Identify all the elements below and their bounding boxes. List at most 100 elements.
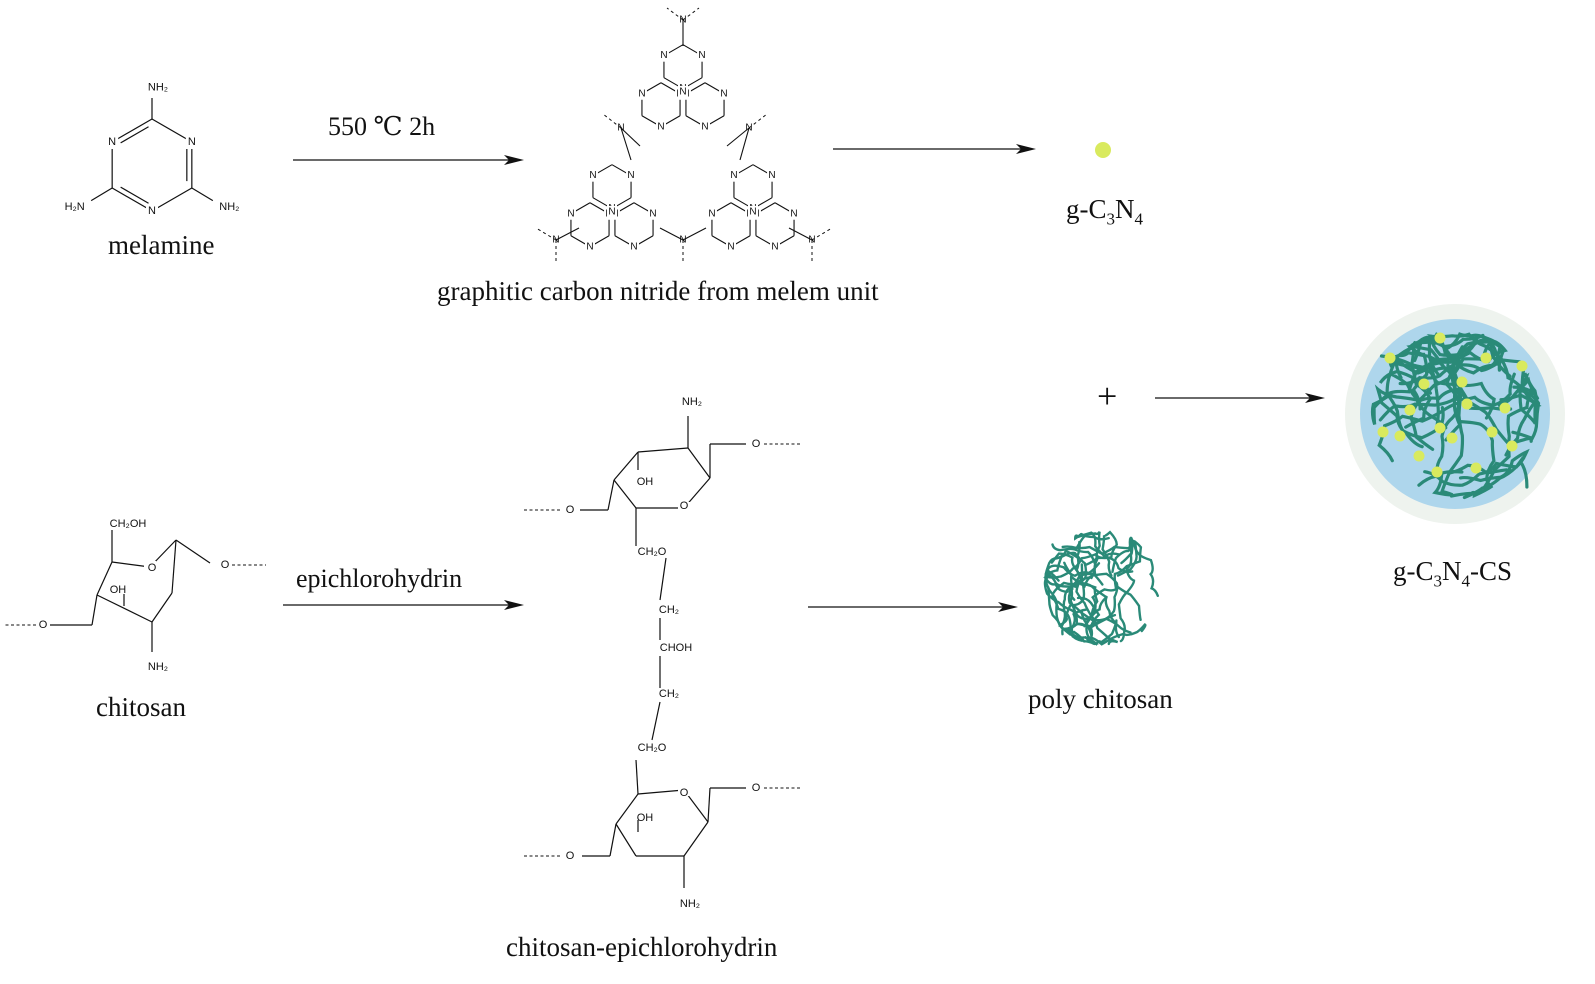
label-mask <box>767 169 778 182</box>
atom-label: OH <box>637 812 654 824</box>
bond <box>726 127 750 147</box>
g-c3n4-cs-composite <box>1345 304 1565 524</box>
arrow-head <box>504 155 524 165</box>
polymer-strand <box>1458 448 1530 500</box>
g-c3n4-particle <box>1480 352 1492 364</box>
bond <box>535 227 557 241</box>
label-mask <box>678 86 688 98</box>
atom-label: CHOH <box>660 642 692 654</box>
arrow-head <box>504 600 524 610</box>
atom-label: CH₂O <box>638 742 667 754</box>
label-mask <box>185 135 198 149</box>
g-c3n4-particle <box>1384 352 1396 364</box>
polymer-strand <box>1045 562 1101 601</box>
label-mask <box>585 240 595 253</box>
arrow-to-composite <box>1155 393 1325 403</box>
label-mask <box>658 49 669 62</box>
atom-label: N <box>679 87 686 98</box>
atom-label: N <box>698 50 705 61</box>
atom-label: OH <box>110 584 127 596</box>
label-mask <box>636 87 647 100</box>
polymer-strand <box>1404 342 1445 429</box>
bond <box>748 113 768 129</box>
g-c3n4-particle <box>1516 360 1528 372</box>
g-c3n4-particle <box>1377 426 1389 438</box>
atom-label: NH₂ <box>219 201 239 213</box>
g-c3n4-particle <box>1470 462 1482 474</box>
g-c3n4-particle <box>1499 402 1511 414</box>
atom-label: N <box>768 170 775 181</box>
bond <box>171 539 177 594</box>
bond <box>687 447 711 479</box>
polymer-strand <box>1479 357 1541 441</box>
atom-label: N <box>708 208 715 219</box>
atom-label: N <box>589 170 596 181</box>
bond <box>739 127 750 161</box>
label-mask <box>706 207 717 220</box>
g-c3n4-particle <box>1456 376 1468 388</box>
bond <box>682 227 707 241</box>
polymer-strand <box>1062 613 1117 646</box>
atom-label: CH₂ <box>659 604 679 616</box>
label-mask <box>565 207 576 220</box>
atom-label: H₂N <box>65 201 85 213</box>
g-c3n4-particle <box>1486 426 1498 438</box>
bond <box>651 701 661 741</box>
g-c3n4-particle <box>1418 378 1430 390</box>
polymer-strand <box>1050 595 1118 646</box>
bond <box>615 823 637 857</box>
bond <box>151 592 173 623</box>
atom-label: O <box>752 438 761 450</box>
polymer-strand <box>1423 455 1529 489</box>
bond <box>659 227 684 241</box>
atom-label: N <box>148 205 156 217</box>
label-mask <box>770 240 780 253</box>
atom-label: CH₂OH <box>110 518 147 530</box>
bond <box>788 227 813 241</box>
arrow-crosslinked-to-poly-chitosan <box>808 602 1018 612</box>
bond <box>635 759 639 795</box>
bond <box>637 789 685 795</box>
label-mask <box>106 135 119 149</box>
polymer-strand <box>1427 362 1533 447</box>
bond <box>683 821 709 857</box>
atom-label: O <box>39 619 48 631</box>
atom-label: O <box>680 787 689 799</box>
bond <box>151 118 193 143</box>
label-mask <box>144 561 156 573</box>
bond <box>637 447 689 453</box>
atom-label: CH₂ <box>659 688 679 700</box>
atom-label: O <box>752 782 761 794</box>
bond <box>111 118 153 143</box>
atom-label: N <box>730 170 737 181</box>
bond <box>615 793 639 825</box>
atom-label: N <box>657 121 664 132</box>
epichlorohydrin-label: epichlorohydrin <box>296 564 463 593</box>
bond <box>707 787 711 823</box>
atom-label: N <box>649 208 656 219</box>
arrow-head <box>998 602 1018 612</box>
atom-label: N <box>727 241 734 252</box>
polymer-strand <box>1482 385 1536 490</box>
bond <box>613 451 639 481</box>
atom-label: N <box>108 136 116 148</box>
polymer-strand <box>1113 536 1143 590</box>
atom-label: N <box>567 208 574 219</box>
polymer-strand <box>1068 572 1108 621</box>
poly-chitosan-ball <box>1042 530 1159 646</box>
label-mask <box>656 120 666 133</box>
g-c3n4-particle <box>1413 450 1425 462</box>
atom-label: N <box>771 241 778 252</box>
graphitic-carbon-nitride-label: graphitic carbon nitride from melem unit <box>437 276 879 306</box>
label-mask <box>648 207 659 220</box>
atom-label: NH₂ <box>682 396 702 408</box>
atom-label: N <box>720 88 727 99</box>
label-mask <box>726 240 736 253</box>
atom-label: O <box>221 559 230 571</box>
polymer-strand <box>1377 363 1462 463</box>
polymer-strand <box>1051 543 1097 594</box>
